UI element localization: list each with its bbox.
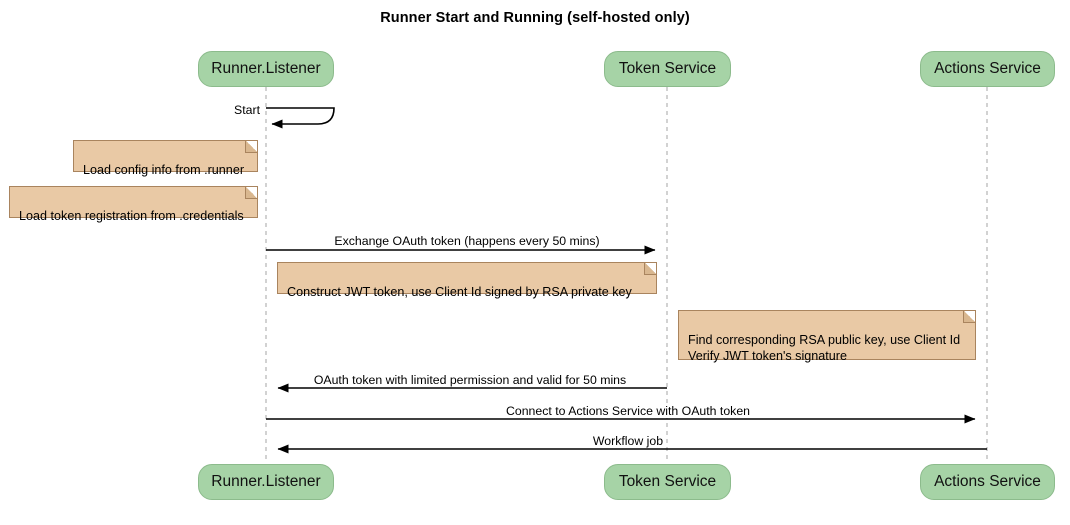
note-load-config: Load config info from .runner (73, 140, 258, 177)
note-text: Construct JWT token, use Client Id signe… (287, 285, 632, 299)
participant-actions-service-bottom[interactable]: Actions Service (920, 464, 1055, 500)
participant-label: Token Service (618, 473, 717, 490)
message-label-workflow-job: Workflow job (589, 434, 667, 448)
note-fold-corner-icon (644, 263, 656, 275)
participant-runner-listener-top[interactable]: Runner.Listener (198, 51, 334, 87)
note-text: Find corresponding RSA public key, use C… (688, 333, 961, 363)
participant-runner-listener-bottom[interactable]: Runner.Listener (198, 464, 334, 500)
note-fold-corner-icon (245, 141, 257, 153)
message-label-exchange-oauth-token: Exchange OAuth token (happens every 50 m… (331, 234, 603, 248)
participant-label: Runner.Listener (211, 60, 321, 77)
participant-actions-service-top[interactable]: Actions Service (920, 51, 1055, 87)
participant-label: Token Service (618, 60, 717, 77)
note-text: Load config info from .runner (83, 163, 245, 177)
participant-label: Actions Service (934, 473, 1041, 490)
participant-token-service-bottom[interactable]: Token Service (604, 464, 731, 500)
message-label-oauth-token-reply: OAuth token with limited permission and … (310, 373, 630, 387)
participant-label: Actions Service (934, 60, 1041, 77)
note-verify-jwt: Find corresponding RSA public key, use C… (678, 310, 976, 363)
message-label-start: Start (231, 103, 263, 117)
note-fold-corner-icon (963, 311, 975, 323)
note-text: Load token registration from .credential… (19, 209, 244, 223)
participant-label: Runner.Listener (211, 473, 321, 490)
participant-token-service-top[interactable]: Token Service (604, 51, 731, 87)
lifelines (265, 87, 988, 463)
message-label-connect-to-actions-service: Connect to Actions Service with OAuth to… (502, 404, 754, 418)
message-start[interactable] (266, 107, 335, 129)
note-fold-corner-icon (245, 187, 257, 199)
note-construct-jwt: Construct JWT token, use Client Id signe… (277, 262, 657, 299)
page-title: Runner Start and Running (self-hosted on… (380, 10, 690, 26)
note-load-token-registration: Load token registration from .credential… (9, 186, 258, 223)
